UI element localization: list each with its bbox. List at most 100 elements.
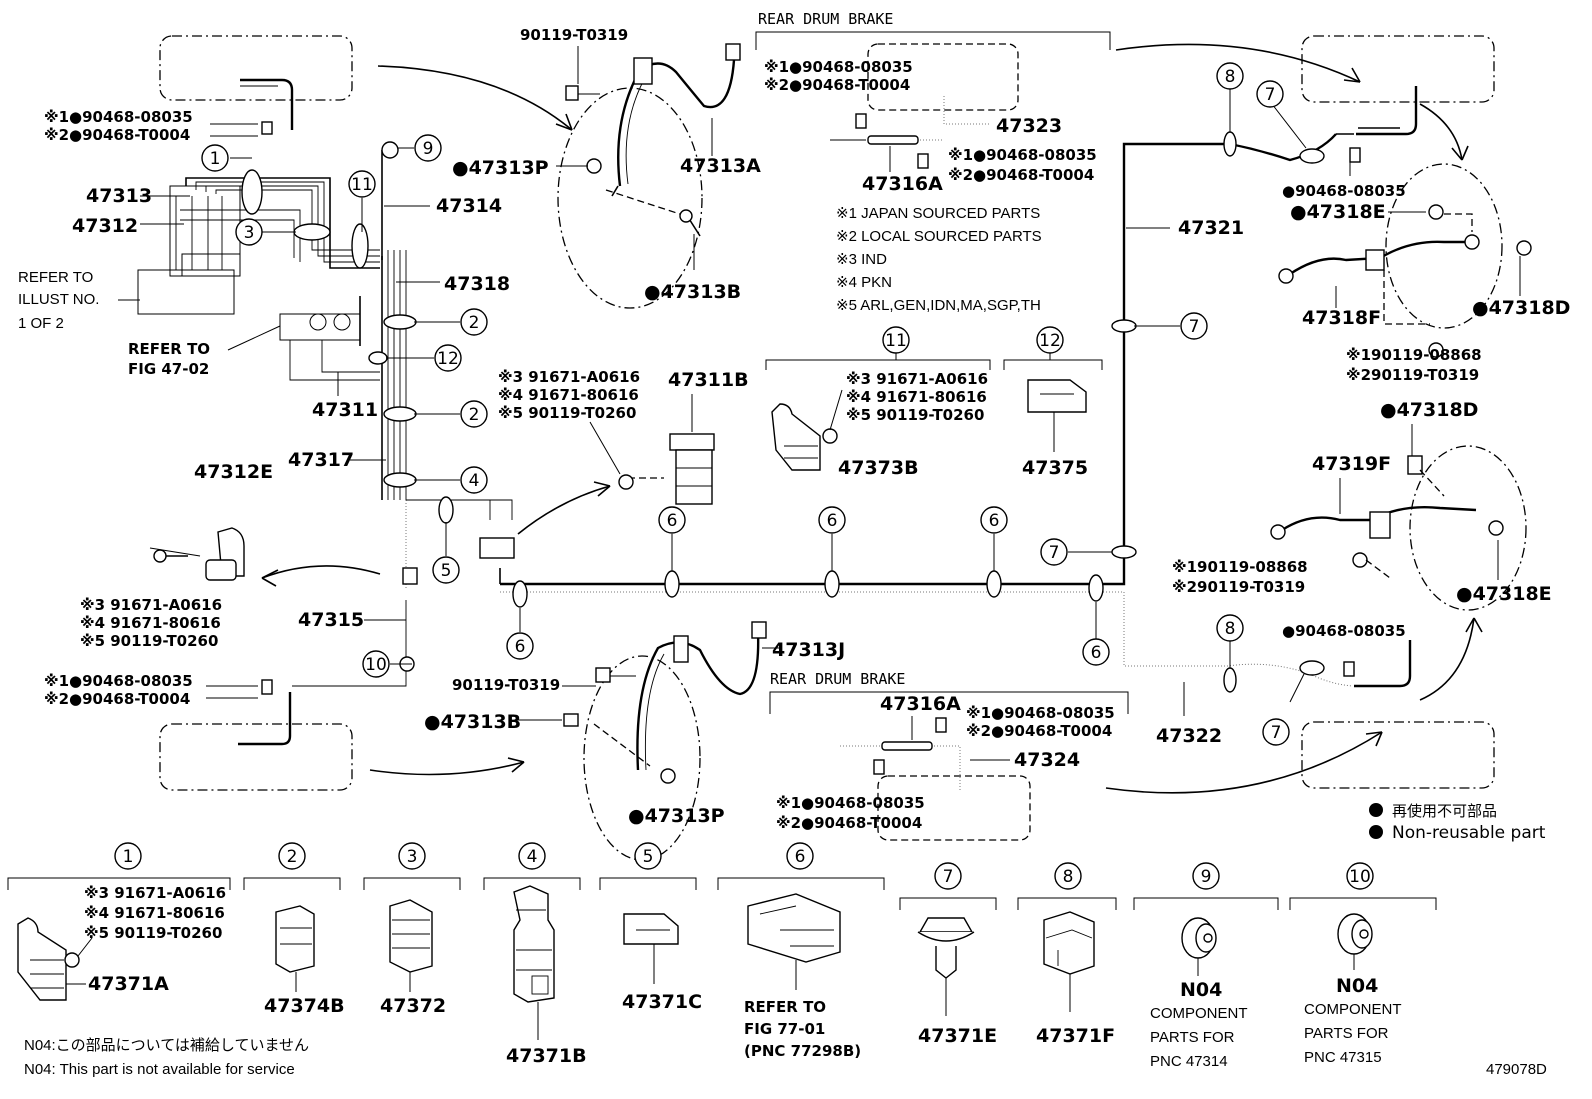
code-c1c: ※5 90119-T0260 [498,404,636,422]
ref-illust-3: 1 OF 2 [18,315,64,332]
legend-note-2: ※2 LOCAL SOURCED PARTS [836,228,1042,245]
callout-7d: 7 [1271,723,1282,743]
part-47318E-top: ●47318E [1290,201,1386,223]
ref-fig-4702-1: REFER TO [128,340,210,358]
callout-6e: 6 [1091,643,1102,663]
ref-fig-7701-3: (PNC 77298B) [744,1042,861,1060]
n04-a: N04 [1180,979,1222,1001]
code-rd4: ※2●90468-T0004 [948,166,1094,184]
code-c4a: ※3 91671-A0616 [84,884,226,902]
legend-note-4: ※4 PKN [836,274,892,291]
part-47319F: 47319F [1312,453,1391,475]
flex-hose-top: 90119-T0319 47313A ●47313P ●47313B [452,26,761,309]
bottom-callout-6: 6 [795,847,806,867]
bottom-callout-2: 2 [287,847,298,867]
code-rb3: ※1●90468-08035 [776,794,925,812]
front-right-wheel-box-bottom [159,692,353,791]
code-l3: ※1●90468-08035 [44,672,193,690]
callout-5: 5 [441,561,452,581]
code-c4b: ※4 91671-80616 [84,904,225,922]
left-labels: ※1●90468-08035 ※2●90468-T0004 47313 4731… [18,108,510,708]
callout-11b: 11 [885,331,907,351]
bottom-callout-8: 8 [1063,867,1074,887]
ref-illust-1: REFER TO [18,269,93,286]
part-47371B: 47371B [506,1045,587,1067]
clamp-47311B: 47311B ※3 91671-A0616 ※4 91671-80616 ※5 … [498,368,749,505]
code-r4: ※190119-08868 [1172,558,1308,576]
part-47313P-bottom: ●47313P [628,805,725,827]
title-rear-drum-brake-top: REAR DRUM BRAKE [758,10,893,28]
code-rb4: ※2●90468-T0004 [776,814,922,832]
part-47313: 47313 [86,185,152,207]
code-rd1: ※1●90468-08035 [764,58,913,76]
part-47312E: 47312E [194,461,273,483]
code-rd2: ※2●90468-T0004 [764,76,910,94]
footnote-jp: N04:この部品については補給していません [24,1037,309,1054]
footnotes: N04:この部品については補給していません N04: This part is … [24,1037,1547,1078]
flex-hose-bottom: 47313J 90119-T0319 ●47313B ●47313P [424,621,845,861]
code-c4c: ※5 90119-T0260 [84,924,222,942]
code-r1: ●90468-08035 [1282,182,1406,200]
part-47371F: 47371F [1036,1025,1115,1047]
part-47322: 47322 [1156,725,1222,747]
part-47313B-top: ●47313B [644,281,741,303]
code-90119-bottom: 90119-T0319 [452,676,560,694]
front-left-wheel-box [159,35,353,130]
part-47371E: 47371E [918,1025,997,1047]
bottom-callout-1: 1 [123,847,134,867]
callout-6a: 6 [667,511,678,531]
legend-note-3: ※3 IND [836,251,887,268]
code-rb2: ※2●90468-T0004 [966,722,1112,740]
n04-b: N04 [1336,975,1378,997]
part-47313P-top: ●47313P [452,157,549,179]
part-47311: 47311 [312,399,378,421]
callouts-rear: 6 6 6 6 6 7 7 8 7 8 7 [506,62,1307,746]
bottom-callout-10: 10 [1349,867,1371,887]
non-reusable-jp: 再使用不可部品 [1392,803,1497,820]
callout-6d: 6 [515,637,526,657]
bottom-callout-7: 7 [943,867,954,887]
bottom-parts-row: 1 2 3 4 5 6 7 8 9 10 ※3 91671-A0616 ※4 9… [7,842,1437,1070]
part-47372: 47372 [380,995,446,1017]
rear-wheel-right: ●90468-08035 ●47318E 47318F ●47318D ※190… [1172,35,1570,789]
callout-6c: 6 [989,511,1000,531]
ref-illust-2: ILLUST NO. [18,291,99,308]
code-r6: ●90468-08035 [1282,622,1406,640]
callout-3: 3 [244,223,255,243]
bottom-callout-4: 4 [527,847,538,867]
part-47371A: 47371A [88,973,169,995]
brake-actuator-block [137,185,241,315]
callout-leaders [118,123,460,699]
rear-drum-brake-top: REAR DRUM BRAKE ※1●90468-08035 ※2●90468-… [755,10,1111,314]
callout-12b: 12 [1039,331,1061,351]
flow-arrows [369,43,1483,794]
part-47312: 47312 [72,215,138,237]
part-47316A-top: 47316A [862,173,943,195]
code-c3c: ※5 90119-T0260 [846,406,984,424]
ref-fig-4702-2: FIG 47-02 [128,360,209,378]
part-47375: 47375 [1022,457,1088,479]
code-c2a: ※3 91671-A0616 [80,596,222,614]
part-47318F: 47318F [1302,307,1381,329]
legend-note-1: ※1 JAPAN SOURCED PARTS [836,205,1040,222]
ref-fig-7701-1: REFER TO [744,998,826,1016]
callout-11: 11 [351,175,373,195]
part-47371C: 47371C [622,991,702,1013]
code-rb1: ※1●90468-08035 [966,704,1115,722]
part-47314: 47314 [436,195,502,217]
part-47373B: 47373B [838,457,919,479]
callout-4: 4 [469,471,480,491]
code-rd3: ※1●90468-08035 [948,146,1097,164]
part-47316A-bottom: 47316A [880,693,961,715]
main-pipe-bundle [180,149,513,687]
ref-fig-7701-2: FIG 77-01 [744,1020,825,1038]
part-47315: 47315 [298,609,364,631]
part-47324: 47324 [1014,749,1080,771]
component-b-3: PNC 47315 [1304,1049,1382,1066]
component-a-2: PARTS FOR [1150,1029,1235,1046]
callout-1: 1 [210,149,221,169]
callout-7b: 7 [1049,543,1060,563]
footnote-en: N04: This part is not available for serv… [24,1061,295,1078]
part-47318D-top: ●47318D [1472,297,1570,319]
code-l2: ※2●90468-T0004 [44,126,190,144]
